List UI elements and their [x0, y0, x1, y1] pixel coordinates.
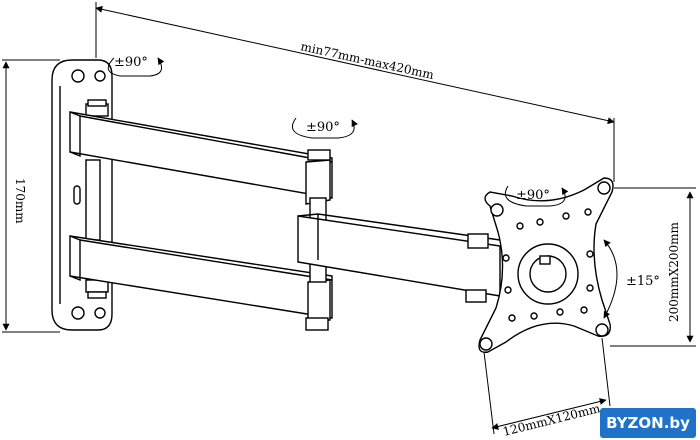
lower-arm: [69, 235, 333, 331]
height-dimension: [2, 59, 60, 333]
rotation-arrow-wall: [107, 57, 165, 77]
vesa-vertical-dimension: [610, 187, 696, 347]
tilt-label: ±15°: [626, 274, 660, 289]
rotation-label-middle: ±90°: [306, 120, 340, 135]
vesa-horizontal-label: 120mmX120mm: [501, 401, 602, 439]
rotation-arrow-head: [504, 185, 569, 207]
arm-length-label: min77mm-max420mm: [299, 39, 435, 82]
upper-arm: [69, 111, 333, 205]
rotation-arrow-middle: [292, 117, 358, 139]
byzon-watermark: BYZON.by: [600, 408, 696, 438]
tilt-arrow: [603, 239, 618, 319]
wall-plate: [51, 59, 113, 331]
vesa-plate: [478, 177, 614, 353]
arm-length-dimension: [95, 2, 615, 182]
vesa-horizontal-dimension: [483, 337, 611, 435]
vesa-vertical-label: 200mmX200mm: [667, 222, 681, 322]
rotation-label-head: ±90°: [516, 188, 550, 203]
height-label: 170mm: [13, 178, 27, 224]
rotation-label-wall: ±90°: [114, 55, 148, 70]
